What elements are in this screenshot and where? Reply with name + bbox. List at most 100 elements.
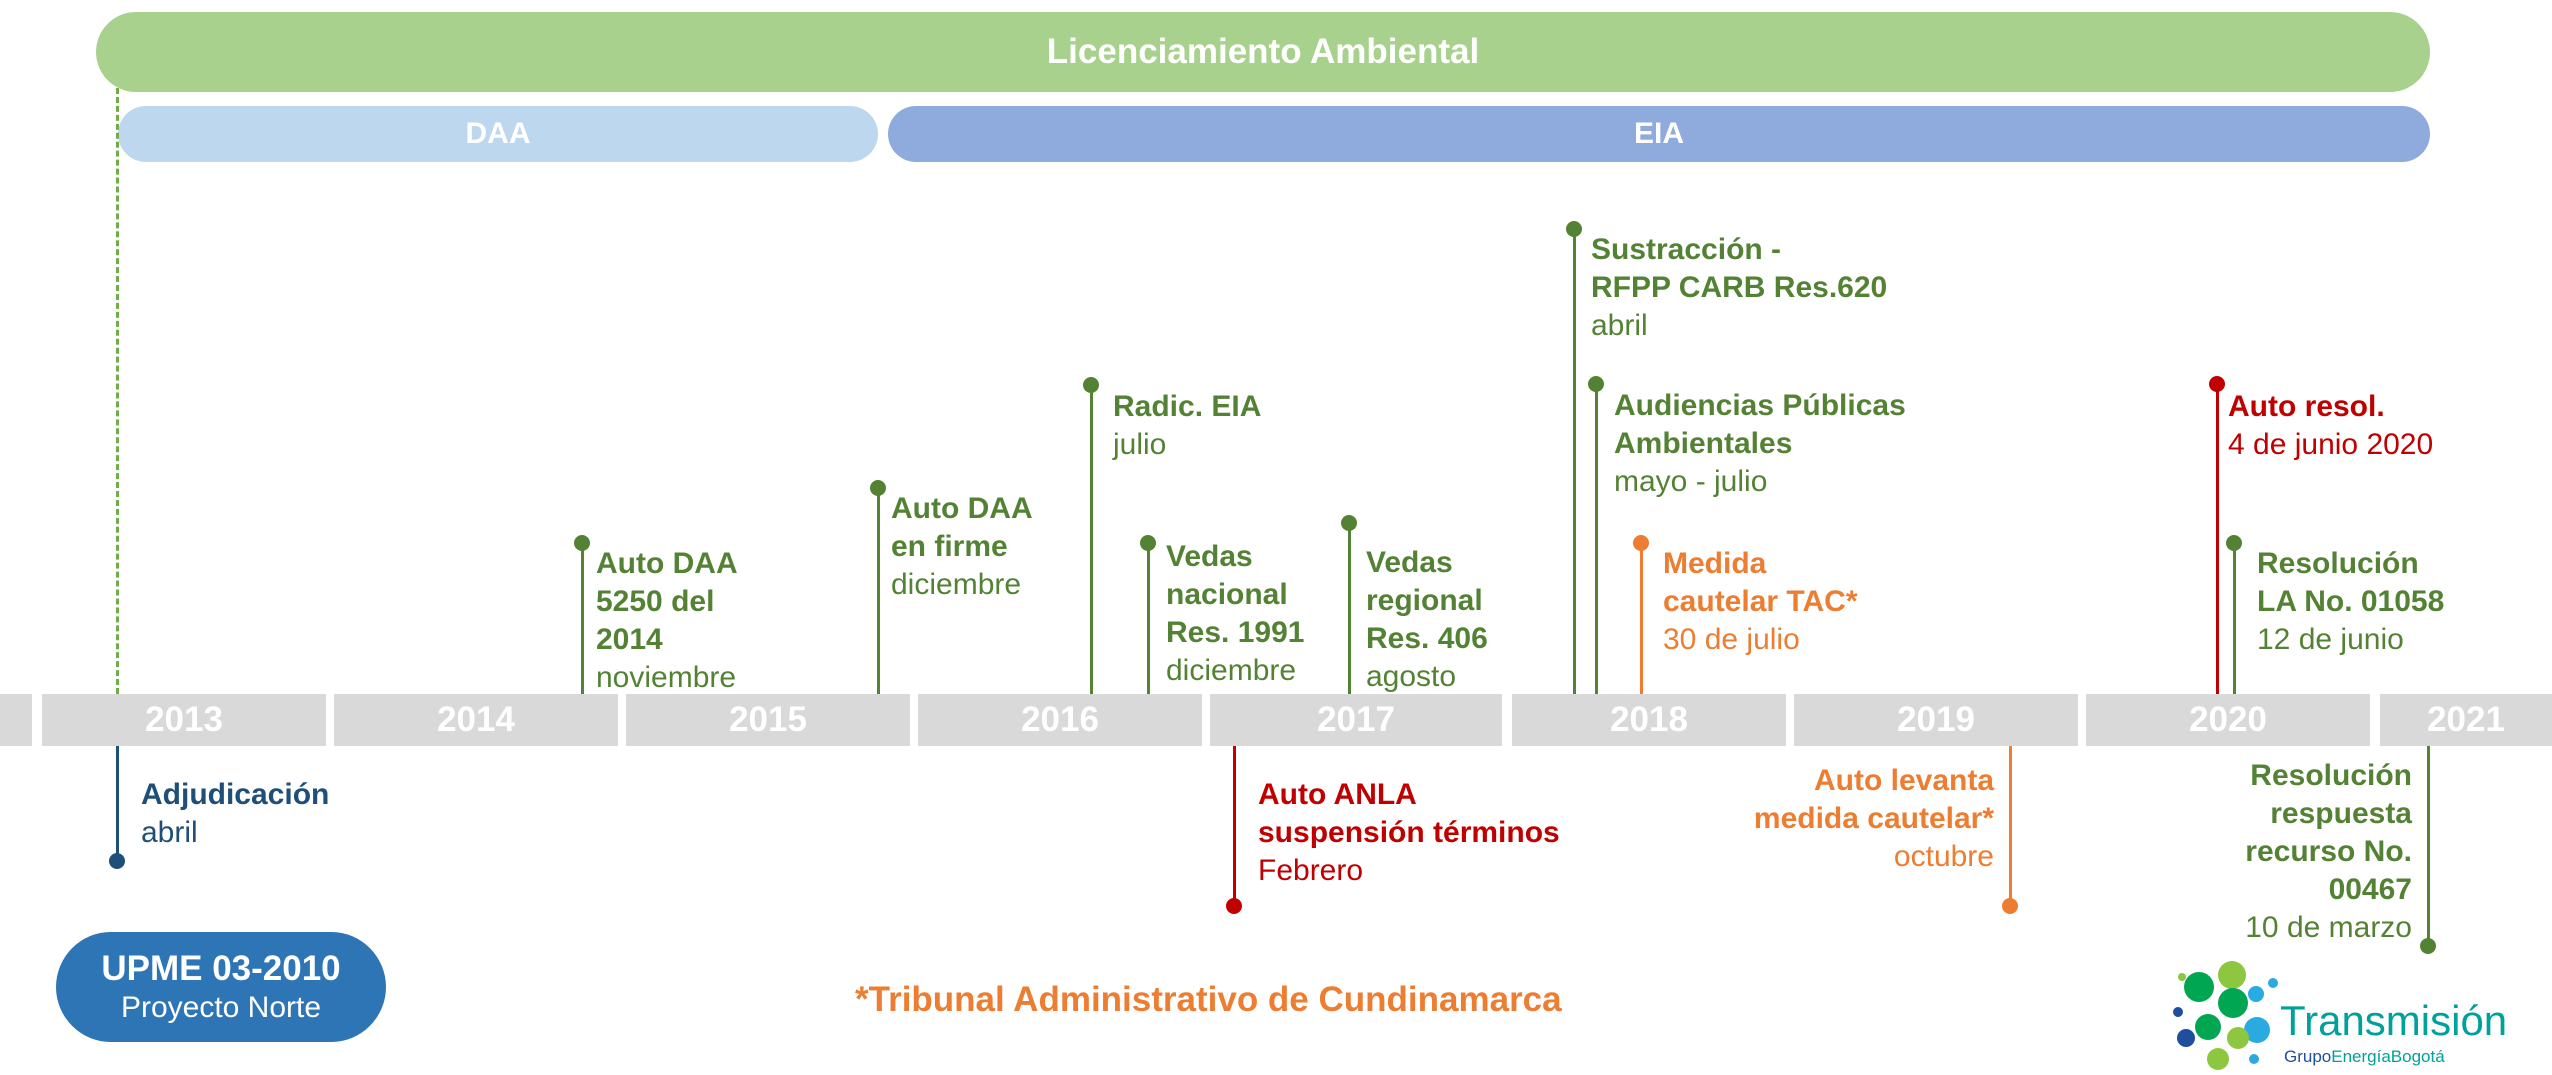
- logo-tagline: GrupoEnergíaBogotá: [2284, 1047, 2445, 1067]
- event-title-line: regional: [1366, 584, 1483, 617]
- event-stem: [581, 543, 584, 694]
- event-title-line: Sustracción -: [1591, 233, 1782, 266]
- eia-band: EIA: [888, 106, 2430, 162]
- event-title-line: Res. 406: [1366, 622, 1488, 655]
- event-stem: [1640, 543, 1643, 694]
- event-date: octubre: [1893, 840, 1994, 873]
- event-title-line: Resolución: [2257, 547, 2419, 580]
- footnote: *Tribunal Administrativo de Cundinamarca: [855, 980, 1562, 1019]
- event-title-line: en firme: [891, 530, 1008, 563]
- event-date: 10 de marzo: [2245, 911, 2412, 944]
- event-marker: [1140, 535, 1156, 551]
- event-stem: [1348, 523, 1351, 694]
- event-title-line: Resolución: [2250, 759, 2412, 792]
- event-auto-daa-en-firme: Auto DAA en firme diciembre: [891, 490, 1033, 604]
- event-marker: [2420, 938, 2436, 954]
- transmision-logo: Transmisión GrupoEnergíaBogotá: [2160, 955, 2552, 1075]
- logo-company: EnergíaBogotá: [2331, 1047, 2445, 1066]
- event-vedas-regional: Vedas regional Res. 406 agosto: [1366, 544, 1488, 696]
- event-auto-anla: Auto ANLA suspensión términos Febrero: [1258, 776, 1560, 890]
- event-title-line: suspensión términos: [1258, 816, 1560, 849]
- event-title-line: RFPP CARB Res.620: [1591, 271, 1888, 304]
- event-title-line: LA No. 01058: [2257, 585, 2445, 618]
- event-adjudicacion: Adjudicación abril: [141, 776, 329, 852]
- event-marker: [1633, 535, 1649, 551]
- event-date: 4 de junio 2020: [2228, 428, 2434, 461]
- event-date: 30 de julio: [1663, 623, 1800, 656]
- event-marker: [2209, 376, 2225, 392]
- event-marker: [2226, 535, 2242, 551]
- year-2014: 2014: [334, 694, 618, 746]
- event-title-line: 00467: [2328, 873, 2412, 906]
- event-date: diciembre: [1166, 654, 1297, 687]
- start-dashed-line: [116, 88, 119, 694]
- event-title-line: Adjudicación: [141, 778, 330, 811]
- event-title-line: Audiencias Públicas: [1614, 389, 1906, 422]
- licenciamiento-ambiental-label: Licenciamiento Ambiental: [1046, 32, 1480, 71]
- project-name: Proyecto Norte: [120, 991, 322, 1024]
- event-title-line: 5250 del: [596, 585, 715, 618]
- event-title-line: Auto DAA: [891, 492, 1033, 525]
- event-stem: [2233, 543, 2236, 694]
- event-date: julio: [1113, 428, 1167, 461]
- event-title-line: Auto DAA: [596, 547, 738, 580]
- event-audiencias-publicas: Audiencias Públicas Ambientales mayo - j…: [1614, 387, 1906, 501]
- event-title-line: respuesta: [2270, 797, 2412, 830]
- event-marker: [574, 535, 590, 551]
- event-date: abril: [1591, 309, 1648, 342]
- event-title-line: Auto levanta: [1813, 764, 1994, 797]
- event-title-line: 2014: [596, 623, 663, 656]
- event-title-line: Vedas: [1366, 546, 1453, 579]
- event-title-line: Auto resol.: [2228, 390, 2385, 423]
- year-2019: 2019: [1794, 694, 2078, 746]
- project-code: UPME 03-2010: [101, 949, 341, 988]
- event-marker: [1588, 376, 1604, 392]
- event-date: diciembre: [891, 568, 1022, 601]
- year-2016: 2016: [918, 694, 1202, 746]
- year-2021: 2021: [2380, 694, 2552, 746]
- year-2013: 2013: [42, 694, 326, 746]
- event-auto-daa-5250: Auto DAA 5250 del 2014 noviembre: [596, 545, 738, 697]
- event-stem: [2216, 384, 2219, 694]
- event-stem: [116, 746, 119, 860]
- event-date: agosto: [1366, 660, 1457, 693]
- event-title-line: medida cautelar*: [1753, 802, 1994, 835]
- event-date: abril: [141, 816, 198, 849]
- event-resolucion-la: Resolución LA No. 01058 12 de junio: [2257, 545, 2444, 659]
- event-medida-cautelar: Medida cautelar TAC* 30 de julio: [1663, 545, 1858, 659]
- logo-bubbles-icon: [2173, 961, 2278, 1070]
- event-sustraccion: Sustracción - RFPP CARB Res.620 abril: [1591, 231, 1887, 345]
- event-title-line: Auto ANLA: [1258, 778, 1417, 811]
- event-auto-resol: Auto resol. 4 de junio 2020: [2228, 388, 2433, 464]
- event-title-line: Vedas: [1166, 540, 1253, 573]
- event-title-line: Ambientales: [1614, 427, 1793, 460]
- event-stem: [1090, 385, 1093, 694]
- event-auto-levanta: Auto levanta medida cautelar* octubre: [1690, 762, 1994, 876]
- event-marker: [1083, 377, 1099, 393]
- year-2017: 2017: [1210, 694, 1502, 746]
- event-vedas-nacional: Vedas nacional Res. 1991 diciembre: [1166, 538, 1304, 690]
- year-2020: 2020: [2086, 694, 2370, 746]
- logo-group: Grupo: [2284, 1047, 2332, 1066]
- event-resolucion-respuesta: Resolución respuesta recurso No. 00467 1…: [2150, 757, 2412, 947]
- event-title-line: recurso No.: [2245, 835, 2412, 868]
- event-stem: [2427, 746, 2430, 946]
- year-left-stub: [0, 694, 32, 746]
- event-marker: [1566, 221, 1582, 237]
- event-title-line: Radic. EIA: [1113, 390, 1262, 423]
- event-title-line: Medida: [1663, 547, 1767, 580]
- eia-label: EIA: [1633, 117, 1684, 150]
- event-stem: [1233, 746, 1236, 906]
- year-2015: 2015: [626, 694, 910, 746]
- event-title-line: nacional: [1166, 578, 1288, 611]
- event-marker: [109, 853, 125, 869]
- event-marker: [1341, 515, 1357, 531]
- event-stem: [1573, 229, 1576, 694]
- event-title-line: Res. 1991: [1166, 616, 1305, 649]
- year-2018: 2018: [1512, 694, 1786, 746]
- event-stem: [877, 488, 880, 694]
- event-stem: [1595, 384, 1598, 694]
- licenciamiento-ambiental-band: Licenciamiento Ambiental: [96, 12, 2430, 92]
- daa-band: DAA: [118, 106, 878, 162]
- event-date: Febrero: [1258, 854, 1364, 887]
